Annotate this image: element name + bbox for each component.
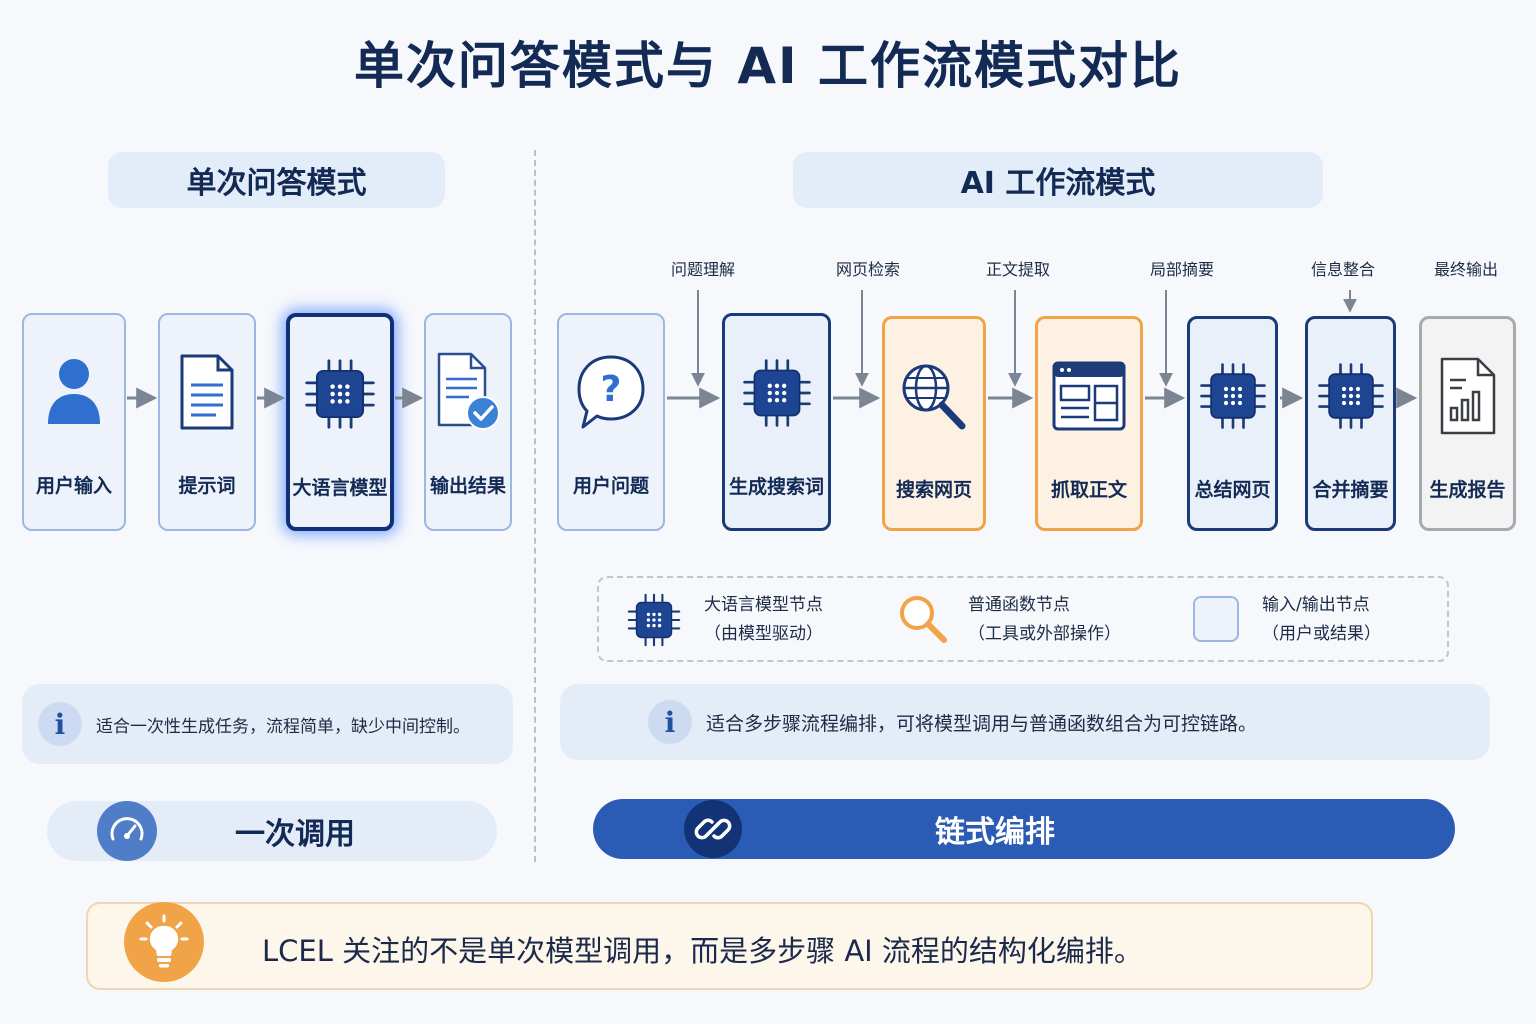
legend-item-io: 输入/输出节点 （用户或结果） [1262,591,1381,649]
node-generate-query[interactable]: 生成搜索词 [722,313,831,531]
step-label: 问题理解 [670,260,735,279]
node-label: 生成报告 [1429,479,1506,501]
lcel-tip-box [86,902,1373,990]
workflow-info: i 适合多步骤流程编排，可将模型调用与普通函数组合为可控链路。 [560,684,1490,760]
legend-subtitle: （工具或外部操作） [968,624,1121,644]
step-label: 网页检索 [835,260,900,279]
report-chart-icon [1438,355,1498,437]
info-text: 适合一次性生成任务，流程简单，缺少中间控制。 [96,716,470,737]
section-divider [534,150,536,862]
node-user-input[interactable]: 用户输入 [22,313,126,531]
node-label: 大语言模型 [292,477,388,499]
node-label: 提示词 [178,475,236,497]
lightbulb-icon [124,902,204,982]
info-text: 适合多步骤流程编排，可将模型调用与普通函数组合为可控链路。 [706,712,1258,735]
badge-label: 链式编排 [935,815,1055,850]
node-prompt[interactable]: 提示词 [158,313,256,531]
info-icon: i [38,702,82,746]
svg-text:?: ? [601,369,622,410]
node-label: 用户问题 [572,475,649,497]
workflow-header: AI 工作流模式 [793,152,1323,208]
node-generate-report[interactable]: 生成报告 [1419,316,1516,531]
node-label: 输出结果 [429,475,506,497]
page-title: 单次问答模式与 AI 工作流模式对比 [353,37,1183,95]
info-icon: i [648,700,692,744]
legend-chip-icon [626,592,682,652]
user-icon [44,351,104,433]
node-summarize-pages[interactable]: 总结网页 [1187,316,1278,531]
document-check-icon [435,351,501,433]
legend-subtitle: （由模型驱动） [704,624,823,644]
node-label: 用户输入 [35,475,112,497]
node-user-question[interactable]: ? 用户问题 [557,313,665,531]
legend-subtitle: （用户或结果） [1262,624,1381,644]
square-icon [1193,596,1239,642]
single-qa-header: 单次问答模式 [108,152,445,208]
chain-orchestration-badge: 链式编排 [593,799,1455,859]
node-llm[interactable]: 大语言模型 [286,313,394,531]
lcel-tip-text: LCEL 关注的不是单次模型调用，而是多步骤 AI 流程的结构化编排。 [262,934,1143,968]
question-bubble-icon: ? [575,351,647,433]
node-extract-content[interactable]: 抓取正文 [1035,316,1143,531]
node-label: 搜索网页 [895,479,972,501]
single-call-badge: 一次调用 [47,801,497,861]
legend [597,576,1449,662]
single-qa-info: i 适合一次性生成任务，流程简单，缺少中间控制。 [22,684,513,764]
step-label: 最终输出 [1433,260,1498,279]
node-label: 合并摘要 [1312,479,1389,501]
legend-title: 输入/输出节点 [1262,595,1370,615]
badge-label: 一次调用 [235,817,355,852]
node-merge-summaries[interactable]: 合并摘要 [1305,316,1396,531]
magnifier-icon [896,592,950,650]
speedometer-icon [97,801,157,861]
link-icon [684,800,742,858]
legend-title: 普通函数节点 [968,595,1070,615]
node-label: 生成搜索词 [728,476,824,498]
step-label: 正文提取 [985,260,1050,279]
legend-title: 大语言模型节点 [704,595,823,615]
document-icon [178,351,236,433]
node-label: 抓取正文 [1050,479,1127,501]
legend-item-function: 普通函数节点 （工具或外部操作） [968,591,1121,649]
step-label: 信息整合 [1310,260,1375,279]
node-output[interactable]: 输出结果 [424,313,512,531]
globe-search-icon [898,355,970,437]
node-search-web[interactable]: 搜索网页 [882,316,986,531]
step-label: 局部摘要 [1149,260,1214,279]
webpage-layout-icon [1051,355,1127,437]
legend-item-llm: 大语言模型节点 （由模型驱动） [704,591,823,649]
node-label: 总结网页 [1194,479,1271,501]
